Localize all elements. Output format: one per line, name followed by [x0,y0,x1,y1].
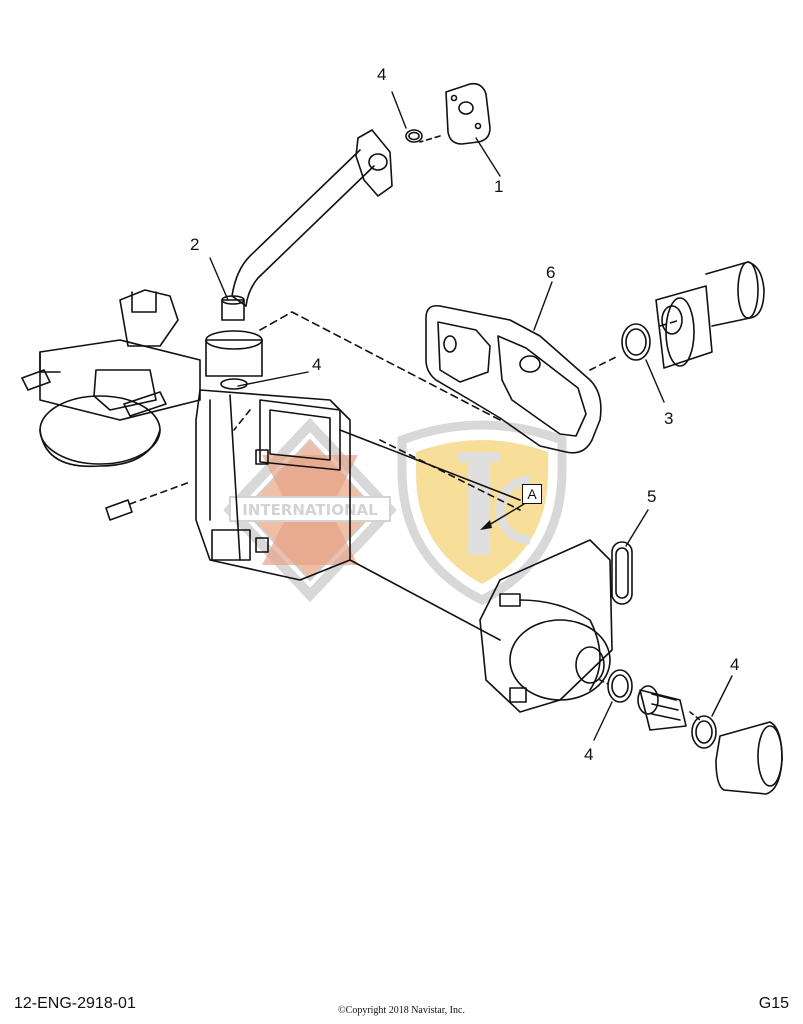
fitting-lower [637,685,687,731]
view-a-callout: A [522,484,542,504]
leader-1 [475,137,501,177]
leader-4-mid [237,371,309,387]
callout-1: 1 [494,177,504,196]
leader-2 [209,257,229,301]
placement-line-3 [419,135,441,143]
placement-line-2 [233,409,251,431]
callout-4-mid: 4 [312,355,322,374]
callout-4-low-left: 4 [584,745,594,764]
document-number: 12-ENG-2918-01 [14,995,136,1012]
callout-4-top: 4 [377,65,387,84]
line-art [21,82,783,795]
callout-6: 6 [546,263,556,282]
callout-leaders [209,91,733,741]
international-logo-watermark: INTERNATIONAL [223,417,397,603]
part-6-gasket-large [425,304,602,454]
placement-line-4 [589,355,619,371]
oil-cooler-housing [21,289,613,713]
placement-line-1 [259,311,501,421]
part-4-oring-top [405,129,423,143]
leader-6 [533,281,553,331]
copyright-notice: ©Copyright 2018 Navistar, Inc. [338,1005,465,1016]
callout-4-low-right: 4 [730,655,740,674]
part-4-oring-low-right [691,715,717,749]
callout-5: 5 [647,487,657,506]
international-wordmark: INTERNATIONAL [242,501,378,519]
page-number: G15 [758,995,789,1012]
leader-4-top [391,91,407,129]
callout-2: 2 [190,235,200,254]
plug-lower [715,721,783,795]
leader-3 [645,359,665,403]
part-3-oring [621,323,651,361]
thermostat-upper [655,261,765,369]
part-2-oil-tube [221,129,393,321]
callout-3: 3 [664,409,674,428]
leader-5 [625,509,649,547]
part-5-seal [611,541,633,605]
shield-logo-watermark [397,420,567,606]
part-4-oring-low-left [607,669,633,703]
leader-4-low-left [593,701,613,741]
leader-4-low-right [711,675,733,717]
part-1-gasket [445,82,491,145]
